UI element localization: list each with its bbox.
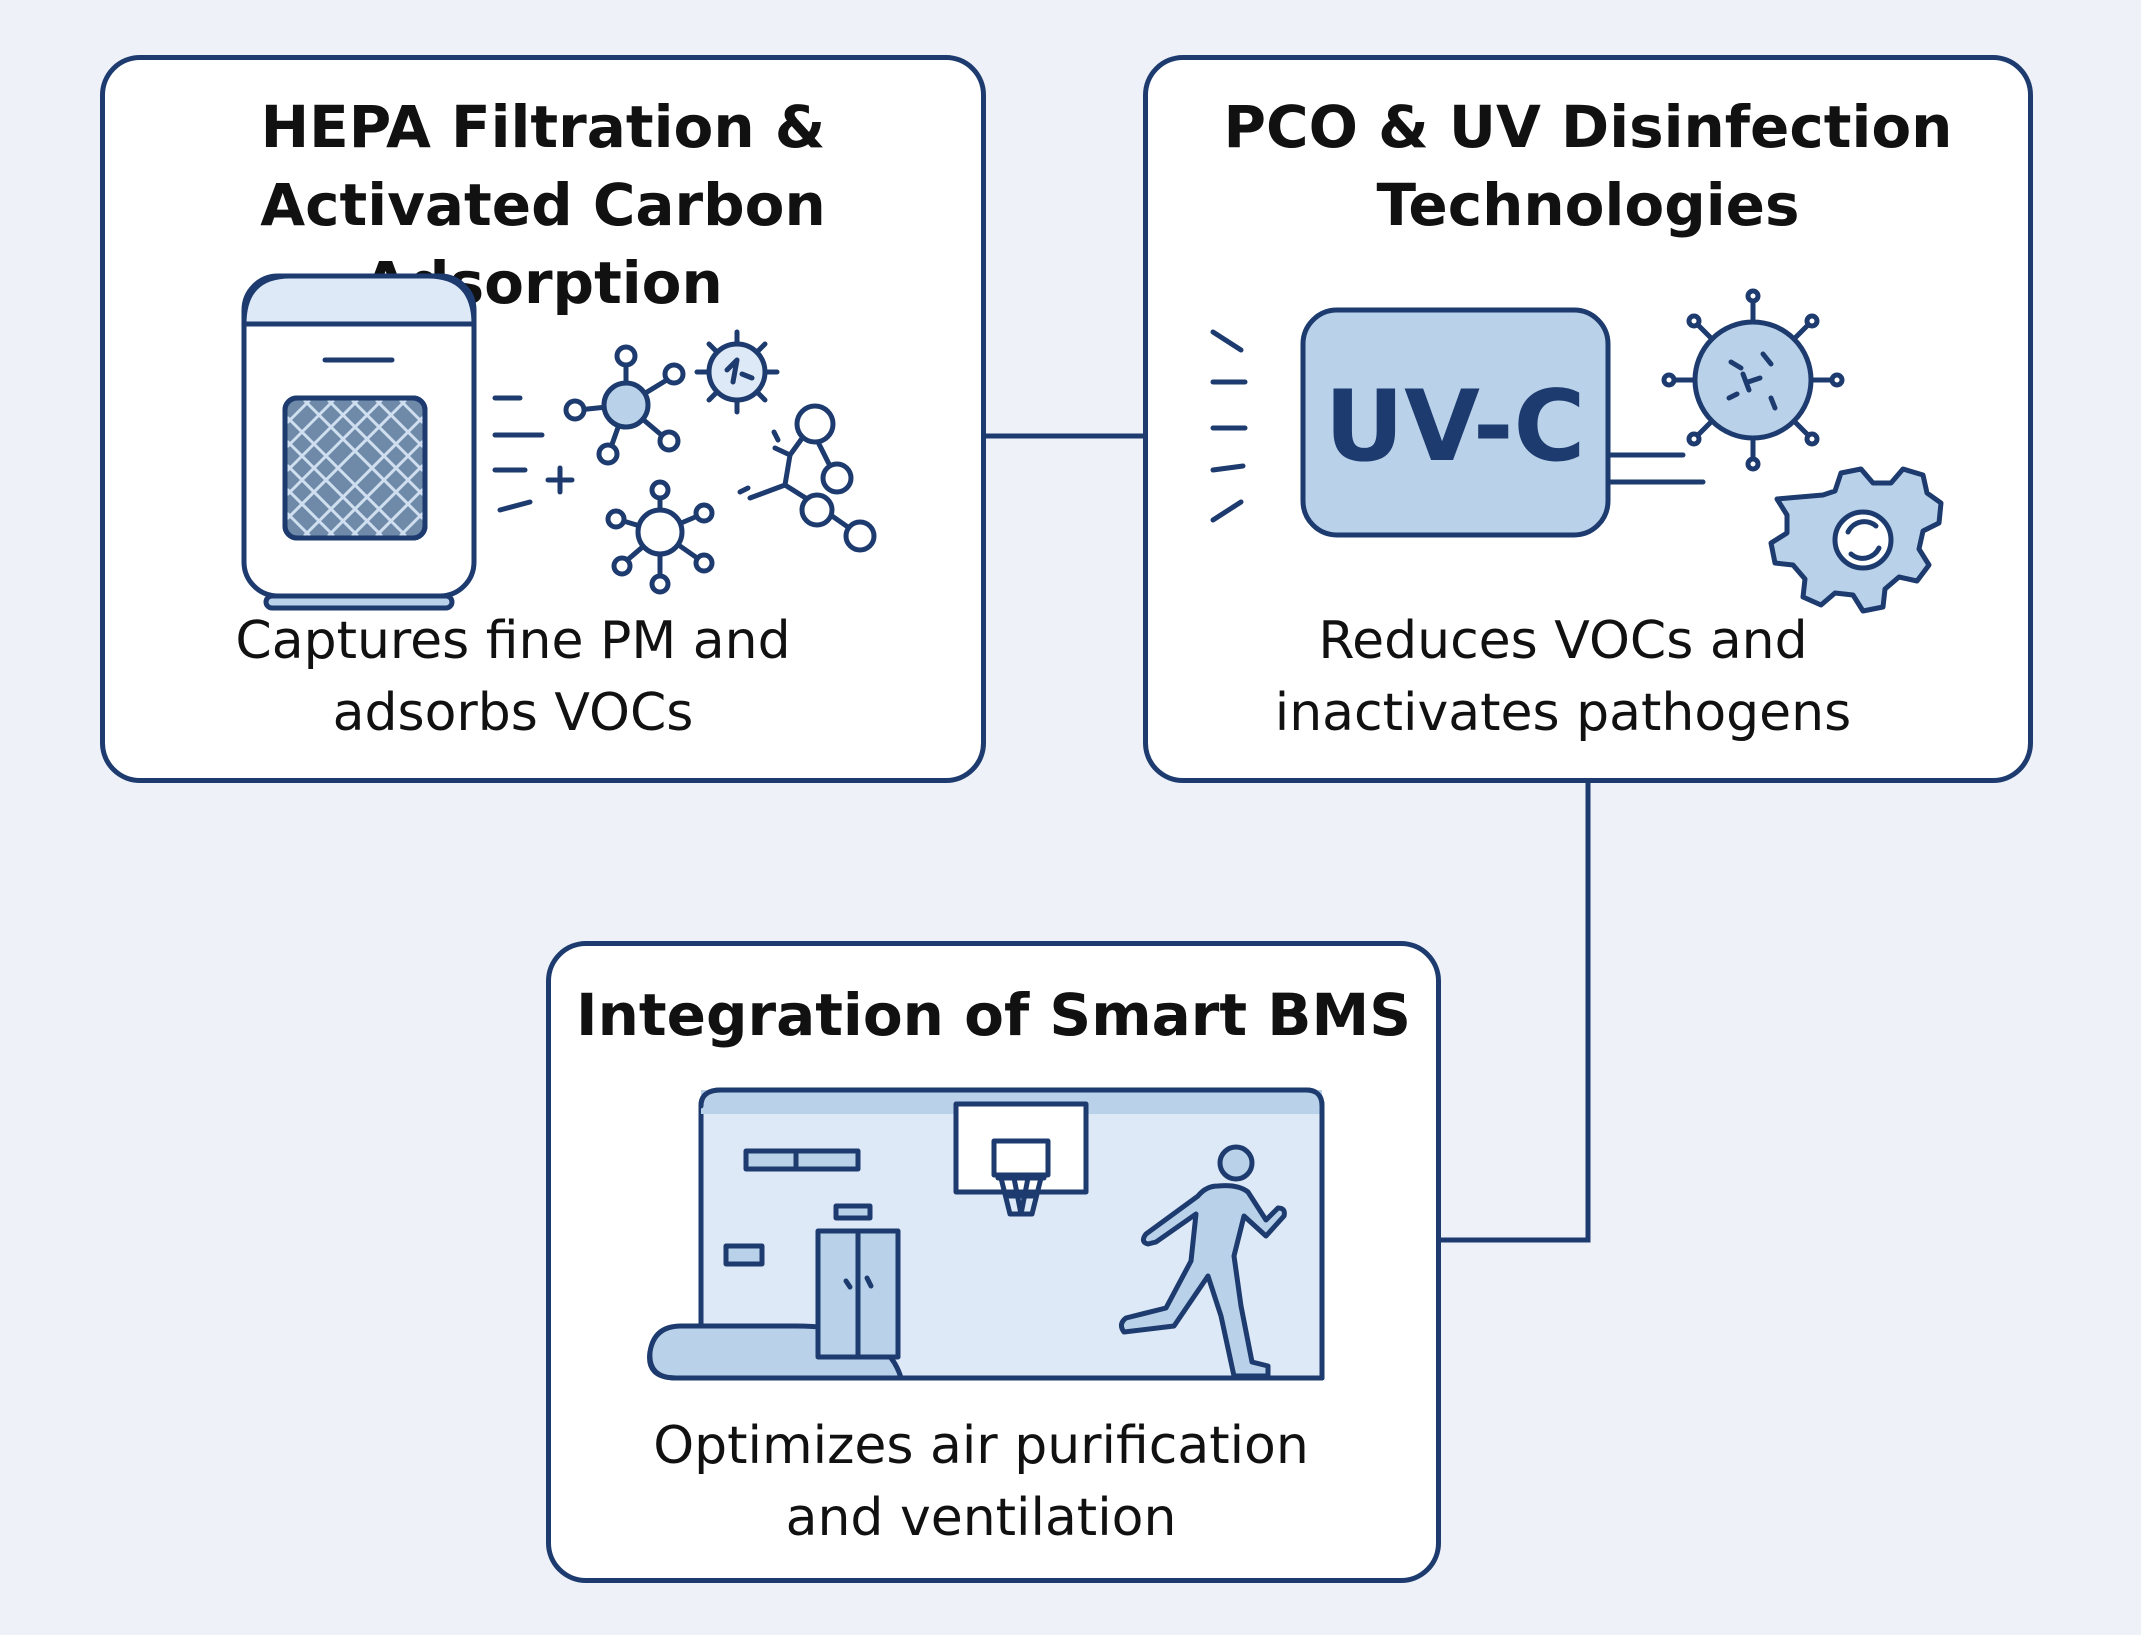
hepa-title-line-1: HEPA Filtration & (260, 93, 826, 161)
bms-desc-line-1: Optimizes air purification (653, 1416, 1309, 1476)
airflow-lines (492, 395, 575, 513)
bms-illustration (647, 1087, 1325, 1381)
hepa-card-title: HEPA Filtration & Activated Carbon Adsor… (105, 88, 981, 322)
hepa-desc-line-2: adsorbs VOCs (332, 683, 694, 743)
hepa-desc-line-1: Captures fine PM and (235, 611, 791, 671)
air-purifier-icon (241, 273, 477, 611)
bms-title: Integration of Smart BMS (576, 981, 1411, 1049)
bms-card-title: Integration of Smart BMS (551, 976, 1436, 1054)
uv-c-label: UV-C (1325, 370, 1586, 484)
molecule-icon (737, 403, 877, 553)
hepa-card-description: Captures fine PM and adsorbs VOCs (105, 605, 981, 749)
uv-title-line-2: Technologies (1376, 171, 1800, 239)
uv-card-title: PCO & UV Disinfection Technologies (1148, 88, 2028, 244)
uv-illustration: UV-C (1210, 288, 1944, 614)
bms-desc-line-2: and ventilation (785, 1488, 1177, 1548)
hepa-card: HEPA Filtration & Activated Carbon Adsor… (100, 55, 986, 783)
uv-lamp-icon (1300, 307, 1706, 538)
uv-card-description: Reduces VOCs and inactivates pathogens (1148, 605, 2028, 749)
bms-card: Integration of Smart BMS (546, 941, 1441, 1583)
virus-icon (1661, 288, 1845, 472)
uv-card: PCO & UV Disinfection Technologies (1143, 55, 2033, 783)
basketball-hoop-icon (953, 1101, 1089, 1217)
uv-desc-line-1: Reduces VOCs and (1318, 611, 1808, 671)
molecule-icon (563, 344, 686, 466)
bms-card-description: Optimizes air purification and ventilati… (551, 1410, 1436, 1554)
molecule-icon (605, 479, 715, 595)
uv-rays (1210, 329, 1248, 523)
hepa-illustration (241, 273, 877, 611)
door-icon (815, 1228, 901, 1360)
uv-title-line-1: PCO & UV Disinfection (1223, 93, 1953, 161)
uv-desc-line-2: inactivates pathogens (1274, 683, 1852, 743)
running-person-icon (1118, 1144, 1287, 1379)
virus-icon (694, 329, 780, 415)
connector-uv-bms (1441, 782, 1591, 1243)
gear-icon (1768, 466, 1944, 614)
